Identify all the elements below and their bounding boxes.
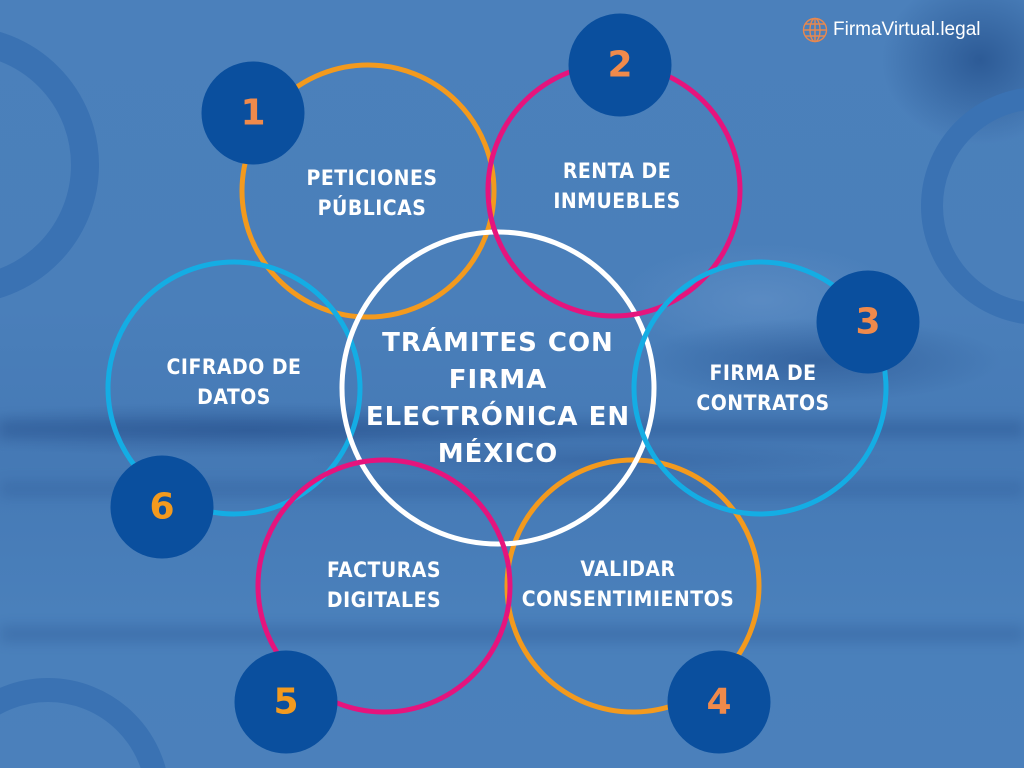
ring-4-orange (504, 457, 762, 715)
background-blur-band (0, 420, 1024, 438)
number-badge-4: 4 (667, 650, 771, 754)
background-blur-band (0, 625, 1024, 643)
badge-number: 6 (149, 486, 175, 528)
badge-number: 2 (607, 44, 633, 86)
item-label-2: RENTA DE INMUEBLES (553, 159, 681, 213)
badge-number: 3 (855, 301, 881, 343)
brand-logo: FirmaVirtual.legal (802, 17, 980, 43)
badge-number: 5 (273, 681, 299, 723)
badge-number: 4 (706, 681, 732, 723)
ring-6-cyan (105, 259, 363, 517)
item-label-4: VALIDAR CONSENTIMIENTOS (521, 557, 735, 611)
number-badge-5: 5 (234, 650, 338, 754)
ring-5-pink (255, 457, 513, 715)
ring-3-cyan (631, 259, 889, 517)
item-label-1: PETICIONES PÚBLICAS (306, 166, 438, 220)
center-title: TRÁMITES CON FIRMA ELECTRÓNICA EN MÉXICO (365, 328, 631, 469)
ring-center-white (339, 229, 657, 547)
decor-ring-top-left (0, 31, 99, 299)
item-label-5: FACTURAS DIGITALES (326, 558, 442, 612)
brand-name: FirmaVirtual.legal (833, 19, 981, 40)
background-blur-band (0, 480, 1024, 498)
number-badge-1: 1 (201, 61, 305, 165)
decor-ring-bottom-left (0, 678, 166, 768)
number-badge-3: 3 (816, 270, 920, 374)
item-label-3: FIRMA DE CONTRATOS (696, 361, 830, 415)
decor-ring-right (921, 88, 1024, 324)
badge-number: 1 (240, 92, 266, 134)
ring-1-orange (239, 62, 497, 320)
number-badge-2: 2 (568, 13, 672, 117)
globe-icon (802, 17, 828, 43)
number-badge-6: 6 (110, 455, 214, 559)
item-label-6: CIFRADO DE DATOS (166, 355, 302, 409)
